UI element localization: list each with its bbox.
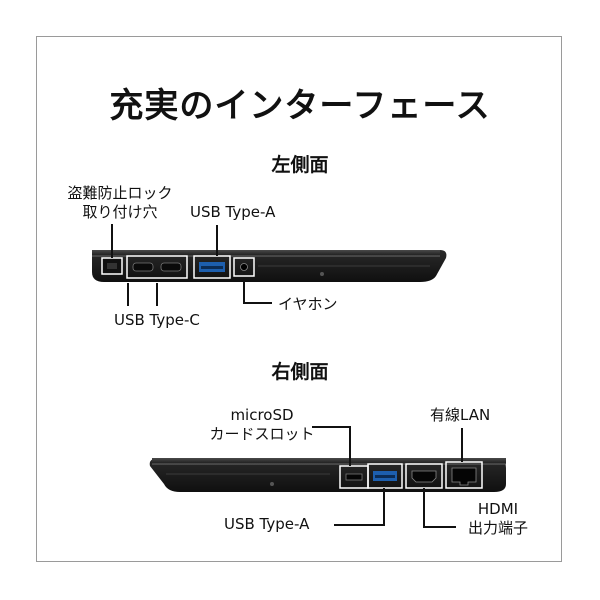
usb-c-label: USB Type-C xyxy=(114,311,200,329)
hdmi-label: HDMI 出力端子 xyxy=(467,500,528,537)
right-usb-a-label: USB Type-A xyxy=(224,515,310,533)
earphone-label: イヤホン xyxy=(278,295,338,313)
left-usb-a-label: USB Type-A xyxy=(190,203,276,221)
left-usb-c-ports xyxy=(126,255,188,279)
earphone-jack xyxy=(233,257,255,277)
right-side-heading: 右側面 xyxy=(271,361,329,383)
lock-hole-port xyxy=(101,257,123,275)
microsd-label: microSD カードスロット xyxy=(209,406,315,443)
left-leader-lines xyxy=(111,224,272,306)
right-side-laptop xyxy=(149,458,506,492)
left-side-laptop xyxy=(92,250,447,282)
lan-port xyxy=(445,461,483,489)
left-usb-a-port xyxy=(193,255,231,279)
content-frame xyxy=(36,36,562,562)
lan-label: 有線LAN xyxy=(430,406,491,424)
left-side-heading: 左側面 xyxy=(271,154,329,176)
page-title: 充実のインターフェース xyxy=(109,86,491,126)
lock-hole-label: 盗難防止ロック 取り付け穴 xyxy=(67,184,173,221)
hdmi-port xyxy=(405,463,443,489)
right-leader-lines xyxy=(312,426,463,528)
